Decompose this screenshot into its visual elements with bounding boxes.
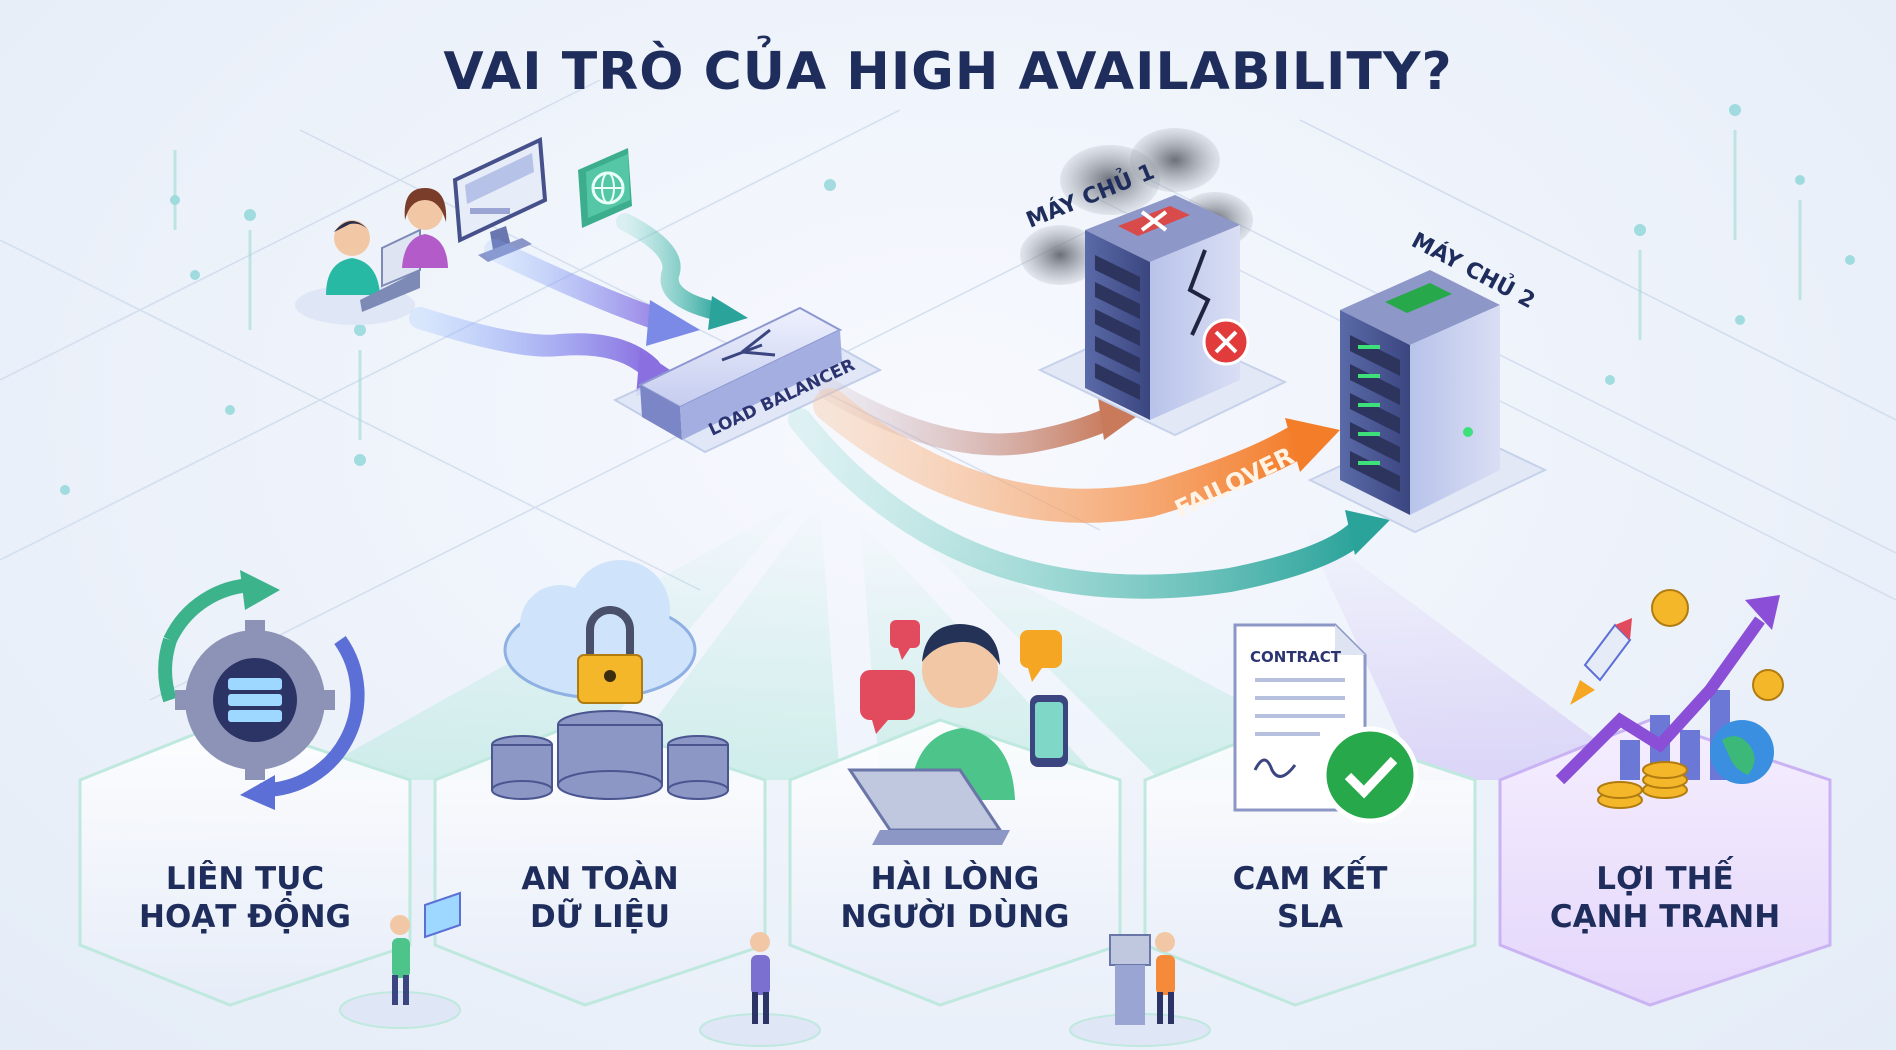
benefit-an-toàn-dữ-liệu: AN TOÀN DỮ LIỆU xyxy=(450,860,750,936)
benefit-label-line1: LỢI THẾ xyxy=(1596,861,1734,897)
background-dots xyxy=(60,104,1855,495)
person-figure-3 xyxy=(1069,932,1211,1047)
server-1-failed: MÁY CHỦ 1 xyxy=(1020,128,1288,437)
benefit-liên-tục-hoạt-động: LIÊN TỤC HOẠT ĐỘNG xyxy=(95,860,395,936)
sync-gear-server-icon xyxy=(158,570,365,810)
benefit-label-line2: SLA xyxy=(1276,899,1344,935)
page-title: VAI TRÒ CỦA HIGH AVAILABILITY? xyxy=(443,42,1453,102)
check-icon xyxy=(1344,756,1398,799)
benefit-cam-kết-sla: CAM KẾT SLA xyxy=(1160,860,1460,936)
user-man-icon xyxy=(295,220,421,325)
rocket-icon xyxy=(1570,618,1632,705)
rocket-growth-chart-icon xyxy=(1555,589,1784,809)
server-1-error-x-icon xyxy=(1140,210,1168,232)
background-grid xyxy=(0,79,1896,701)
contract-label: CONTRACT xyxy=(1250,648,1342,666)
coin-icon xyxy=(1651,589,1784,701)
user-woman-icon xyxy=(402,188,448,268)
happy-user-laptop-icon xyxy=(847,620,1068,845)
benefit-hài-lòng-người-dùng: HÀI LÒNG NGƯỜI DÙNG xyxy=(805,860,1105,936)
benefit-label-line2: CẠNH TRANH xyxy=(1549,899,1781,935)
benefit-label-line1: HÀI LÒNG xyxy=(870,861,1040,897)
server-1-error-badge-icon xyxy=(1202,318,1250,366)
benefit-label-line2: HOẠT ĐỘNG xyxy=(139,899,351,935)
cloud-lock-database-icon xyxy=(491,560,729,800)
person-figure-2 xyxy=(699,932,821,1047)
background-streaks xyxy=(173,130,1802,440)
benefit-label-line1: LIÊN TỤC xyxy=(165,861,325,897)
contract-check-icon: CONTRACT xyxy=(1233,623,1419,824)
benefit-lợi-thế-cạnh-tranh: LỢI THẾ CẠNH TRANH xyxy=(1515,860,1815,936)
server-2-active: MÁY CHỦ 2 xyxy=(1307,226,1548,534)
load-balancer-icon xyxy=(721,328,776,362)
globe-app-icon xyxy=(578,148,632,228)
crack-icon xyxy=(1187,249,1211,336)
benefit-label-line2: NGƯỜI DÙNG xyxy=(840,899,1070,935)
benefit-label-line2: DỮ LIỆU xyxy=(529,899,671,935)
globe-icon xyxy=(1710,720,1774,784)
benefit-label-line1: AN TOÀN xyxy=(521,861,679,897)
benefit-label-line1: CAM KẾT xyxy=(1232,861,1388,897)
person-figure-1 xyxy=(339,891,461,1029)
